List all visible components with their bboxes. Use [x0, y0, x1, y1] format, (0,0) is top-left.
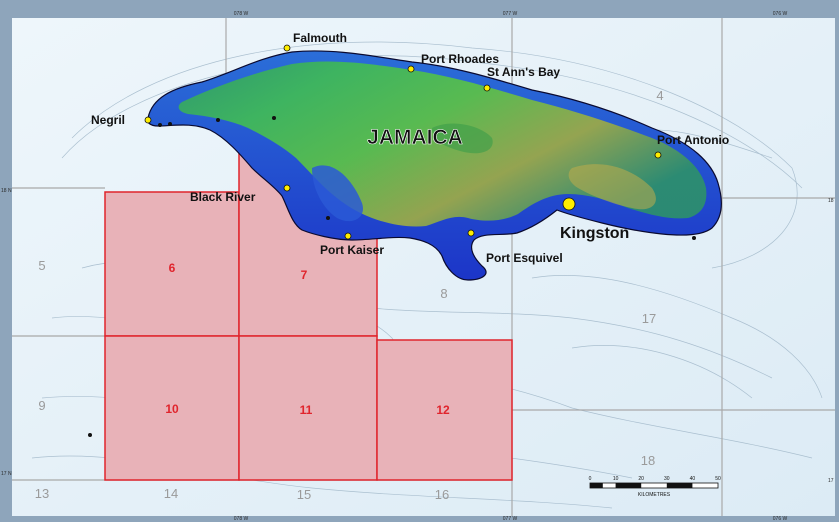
left-label-17n: 17 N — [1, 471, 12, 477]
block-label-6: 6 — [169, 261, 176, 275]
top-label-078w: 078 W — [234, 11, 249, 17]
bottom-label-077w: 077 W — [503, 516, 518, 522]
other-block-labels: 4 5 8 9 13 14 15 16 17 18 — [35, 88, 664, 502]
marker-port-antonio[interactable] — [654, 151, 662, 159]
place-port-esquivel: Port Esquivel — [486, 251, 563, 265]
place-port-rhoades: Port Rhoades — [421, 52, 499, 66]
marker-st-anns-bay[interactable] — [483, 84, 491, 92]
scale-tick-10: 10 — [613, 476, 619, 482]
marker-black-river[interactable] — [283, 184, 291, 192]
top-label-077w: 077 W — [503, 11, 518, 17]
place-port-antonio: Port Antonio — [657, 133, 729, 147]
scale-tick-50: 50 — [715, 476, 721, 482]
map-svg: 6 7 10 11 12 4 5 8 9 13 14 15 16 17 18 — [12, 18, 835, 516]
block-6[interactable] — [104, 191, 240, 337]
place-negril: Negril — [91, 113, 125, 127]
right-label-17: 17 — [828, 478, 834, 484]
marker-negril[interactable] — [144, 116, 152, 124]
scale-unit: KILOMETRES — [638, 492, 671, 498]
island-title: JAMAICA — [367, 126, 463, 149]
block-11[interactable] — [238, 335, 378, 481]
place-falmouth: Falmouth — [293, 31, 347, 45]
block-10[interactable] — [104, 335, 240, 481]
block-12[interactable] — [376, 339, 513, 481]
block-label-15: 15 — [297, 487, 311, 502]
block-label-5: 5 — [38, 258, 45, 273]
block-label-11: 11 — [300, 403, 313, 417]
marker-port-esquivel[interactable] — [467, 229, 475, 237]
top-label-076w: 076 W — [773, 11, 788, 17]
block-label-18: 18 — [641, 453, 655, 468]
marker-port-rhoades[interactable] — [407, 65, 415, 73]
highlight-block-labels: 6 7 10 11 12 — [165, 261, 450, 417]
town-markers — [144, 44, 662, 240]
place-black-river: Black River — [190, 190, 256, 204]
block-label-14: 14 — [164, 486, 178, 501]
left-label-18n: 18 N — [1, 188, 12, 194]
scale-tick-40: 40 — [690, 476, 696, 482]
bottom-label-076w: 076 W — [773, 516, 788, 522]
block-label-4: 4 — [656, 88, 663, 103]
jamaica-island — [146, 50, 722, 281]
block-label-12: 12 — [436, 403, 450, 417]
scale-tick-30: 30 — [664, 476, 670, 482]
block-label-7: 7 — [301, 268, 308, 282]
place-labels: Falmouth Port Rhoades St Ann's Bay Negri… — [91, 31, 729, 265]
scale-bar: 0 10 20 30 40 50 KILOMETRES — [589, 476, 721, 498]
map-canvas[interactable]: 6 7 10 11 12 4 5 8 9 13 14 15 16 17 18 — [12, 18, 835, 516]
block-label-16: 16 — [435, 487, 449, 502]
marker-kingston[interactable] — [562, 197, 576, 211]
scale-tick-0: 0 — [589, 476, 592, 482]
block-label-10: 10 — [165, 402, 179, 416]
marker-port-kaiser[interactable] — [344, 232, 352, 240]
block-label-8: 8 — [440, 286, 447, 301]
place-port-kaiser: Port Kaiser — [320, 243, 384, 257]
marker-falmouth[interactable] — [283, 44, 291, 52]
place-st-anns-bay: St Ann's Bay — [487, 65, 560, 79]
block-label-13: 13 — [35, 486, 49, 501]
right-label-18: 18 — [828, 198, 834, 204]
offshore-dots — [88, 116, 696, 437]
block-label-17: 17 — [642, 311, 656, 326]
place-kingston: Kingston — [560, 225, 629, 242]
bottom-label-078w: 078 W — [234, 516, 249, 522]
scale-tick-20: 20 — [638, 476, 644, 482]
block-label-9: 9 — [38, 398, 45, 413]
